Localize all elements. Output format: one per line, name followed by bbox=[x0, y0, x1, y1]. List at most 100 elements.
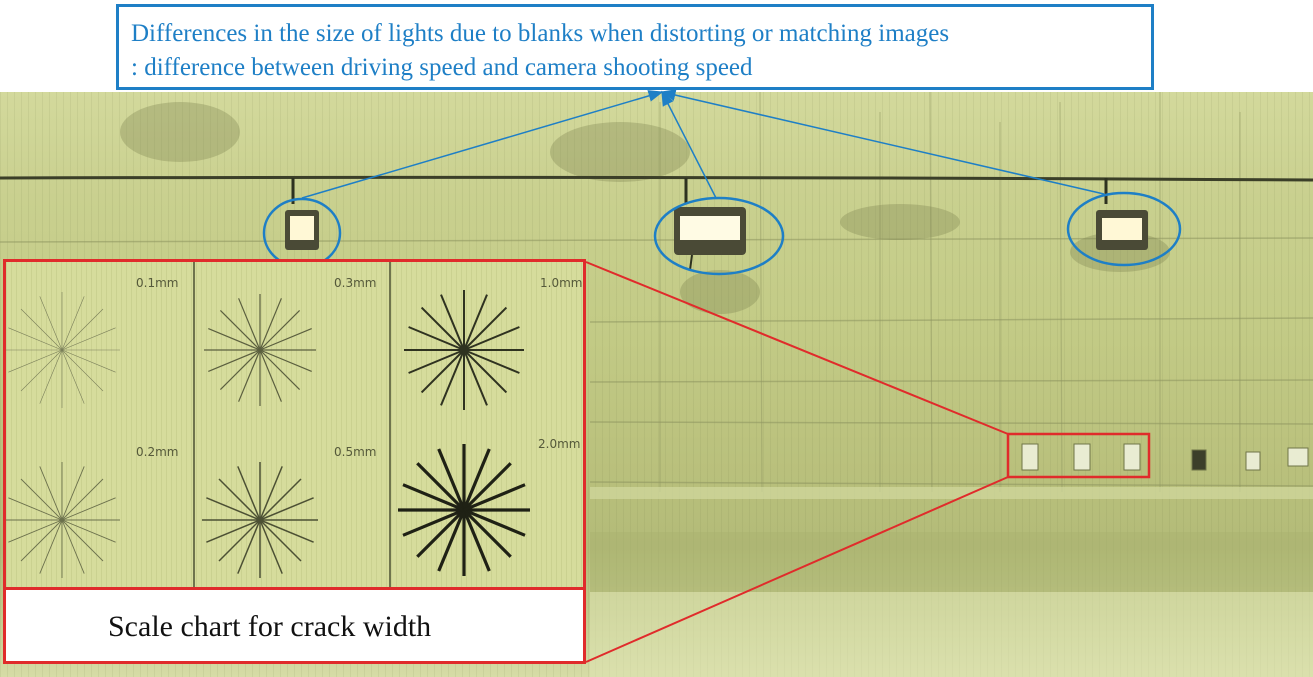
starburst-ray bbox=[61, 327, 116, 351]
starburst-ray bbox=[259, 497, 314, 521]
crack-starburst-0.2mm bbox=[6, 462, 120, 578]
starburst-ray bbox=[402, 508, 465, 537]
starburst-ray bbox=[61, 296, 85, 351]
starburst-ray bbox=[61, 497, 116, 521]
starburst-ray bbox=[8, 327, 63, 351]
starburst-ray bbox=[61, 519, 85, 574]
starburst-ray bbox=[462, 448, 491, 511]
highlight-ellipse-center bbox=[653, 196, 785, 276]
starburst-ray bbox=[238, 298, 261, 351]
starburst-ray bbox=[218, 519, 261, 562]
starburst-ray bbox=[61, 466, 85, 521]
starburst-ray bbox=[463, 294, 488, 351]
crack-starburst-0.5mm bbox=[202, 462, 318, 578]
starburst-ray bbox=[259, 519, 302, 562]
scale-chart-caption: Scale chart for crack width bbox=[6, 587, 583, 661]
starburst-ray bbox=[259, 478, 302, 521]
starburst-ray bbox=[218, 478, 261, 521]
starburst-ray bbox=[20, 519, 63, 562]
scale-label-0.3mm: 0.3mm bbox=[334, 276, 377, 290]
starburst-ray bbox=[208, 328, 261, 351]
starburst-ray bbox=[402, 483, 465, 512]
starburst-ray bbox=[8, 349, 63, 373]
walkway-band bbox=[590, 532, 1313, 592]
starburst-ray bbox=[20, 308, 63, 351]
starburst-ray bbox=[416, 508, 466, 558]
starburst-ray bbox=[259, 519, 314, 543]
starburst-ray bbox=[408, 326, 465, 351]
starburst-ray bbox=[416, 462, 466, 512]
starburst-ray bbox=[61, 519, 116, 543]
starburst-ray bbox=[61, 349, 85, 404]
starburst-ray bbox=[237, 466, 261, 521]
scale-chart-panel: 0.1mm 0.3mm 1.0mm 0.2mm 0.5mm 2.0mm Scal… bbox=[3, 259, 586, 664]
starburst-ray bbox=[208, 349, 261, 372]
starburst-ray bbox=[259, 328, 312, 351]
light-fixture-center bbox=[674, 178, 746, 271]
starburst-ray bbox=[61, 478, 104, 521]
cable-line bbox=[0, 175, 1313, 182]
starburst-ray bbox=[39, 519, 63, 574]
starburst-ray bbox=[259, 309, 301, 351]
starburst-ray bbox=[259, 349, 312, 372]
starburst-ray bbox=[462, 462, 512, 512]
starburst-ray bbox=[259, 519, 283, 574]
starburst-ray bbox=[206, 519, 261, 543]
starburst-ray bbox=[462, 509, 491, 572]
starburst-ray bbox=[463, 349, 508, 394]
connector-top bbox=[585, 261, 1009, 435]
starburst-ray bbox=[437, 448, 466, 511]
starburst-ray bbox=[408, 349, 465, 374]
starburst-ray bbox=[440, 349, 465, 406]
callout-line-1: Differences in the size of lights due to… bbox=[131, 20, 950, 47]
wall-targets bbox=[1021, 443, 1309, 471]
arrow-center bbox=[661, 90, 717, 199]
starburst-ray bbox=[61, 349, 104, 392]
starburst-ray bbox=[8, 519, 63, 543]
starburst-ray bbox=[219, 349, 261, 391]
crack-starburst-1.0mm bbox=[404, 290, 524, 410]
highlight-ellipse-left bbox=[262, 197, 342, 269]
starburst-ray bbox=[61, 349, 116, 373]
starburst-ray bbox=[463, 483, 526, 512]
highlight-ellipse-right bbox=[1066, 191, 1182, 267]
arrow-left bbox=[301, 90, 664, 199]
starburst-ray bbox=[463, 349, 520, 374]
arrow-right bbox=[660, 89, 1105, 195]
starburst-ray bbox=[440, 294, 465, 351]
starburst-ray bbox=[259, 349, 301, 391]
target-highlight-box bbox=[1006, 432, 1151, 479]
starburst-ray bbox=[39, 296, 63, 351]
starburst-ray bbox=[8, 497, 63, 521]
tunnel-wall-drawing bbox=[0, 91, 1313, 677]
starburst-ray bbox=[259, 349, 282, 402]
starburst-ray bbox=[219, 309, 261, 351]
starburst-ray bbox=[39, 466, 63, 521]
starburst-ray bbox=[237, 519, 261, 574]
starburst-ray bbox=[206, 497, 261, 521]
scale-chart-drawing bbox=[6, 262, 530, 588]
light-fixture-right bbox=[1096, 178, 1148, 250]
starburst-ray bbox=[39, 349, 63, 404]
crack-starburst-2.0mm bbox=[398, 444, 530, 576]
callout-box: Differences in the size of lights due to… bbox=[116, 4, 1154, 90]
starburst-ray bbox=[463, 508, 526, 537]
crack-starburst-0.3mm bbox=[204, 294, 316, 406]
scale-label-2.0mm: 2.0mm bbox=[538, 437, 581, 451]
starburst-ray bbox=[259, 466, 283, 521]
starburst-ray bbox=[463, 326, 520, 351]
starburst-ray bbox=[420, 306, 465, 351]
scale-label-0.1mm: 0.1mm bbox=[136, 276, 179, 290]
callout-line-2: : difference between driving speed and c… bbox=[131, 54, 753, 81]
starburst-ray bbox=[259, 298, 282, 351]
starburst-ray bbox=[61, 308, 104, 351]
starburst-ray bbox=[20, 349, 63, 392]
scale-label-0.5mm: 0.5mm bbox=[334, 445, 377, 459]
starburst-ray bbox=[462, 508, 512, 558]
starburst-ray bbox=[463, 349, 488, 406]
starburst-ray bbox=[61, 519, 104, 562]
crack-starburst-0.1mm bbox=[6, 292, 120, 408]
walkway-edge bbox=[590, 487, 1313, 499]
light-fixture-left bbox=[285, 178, 319, 250]
